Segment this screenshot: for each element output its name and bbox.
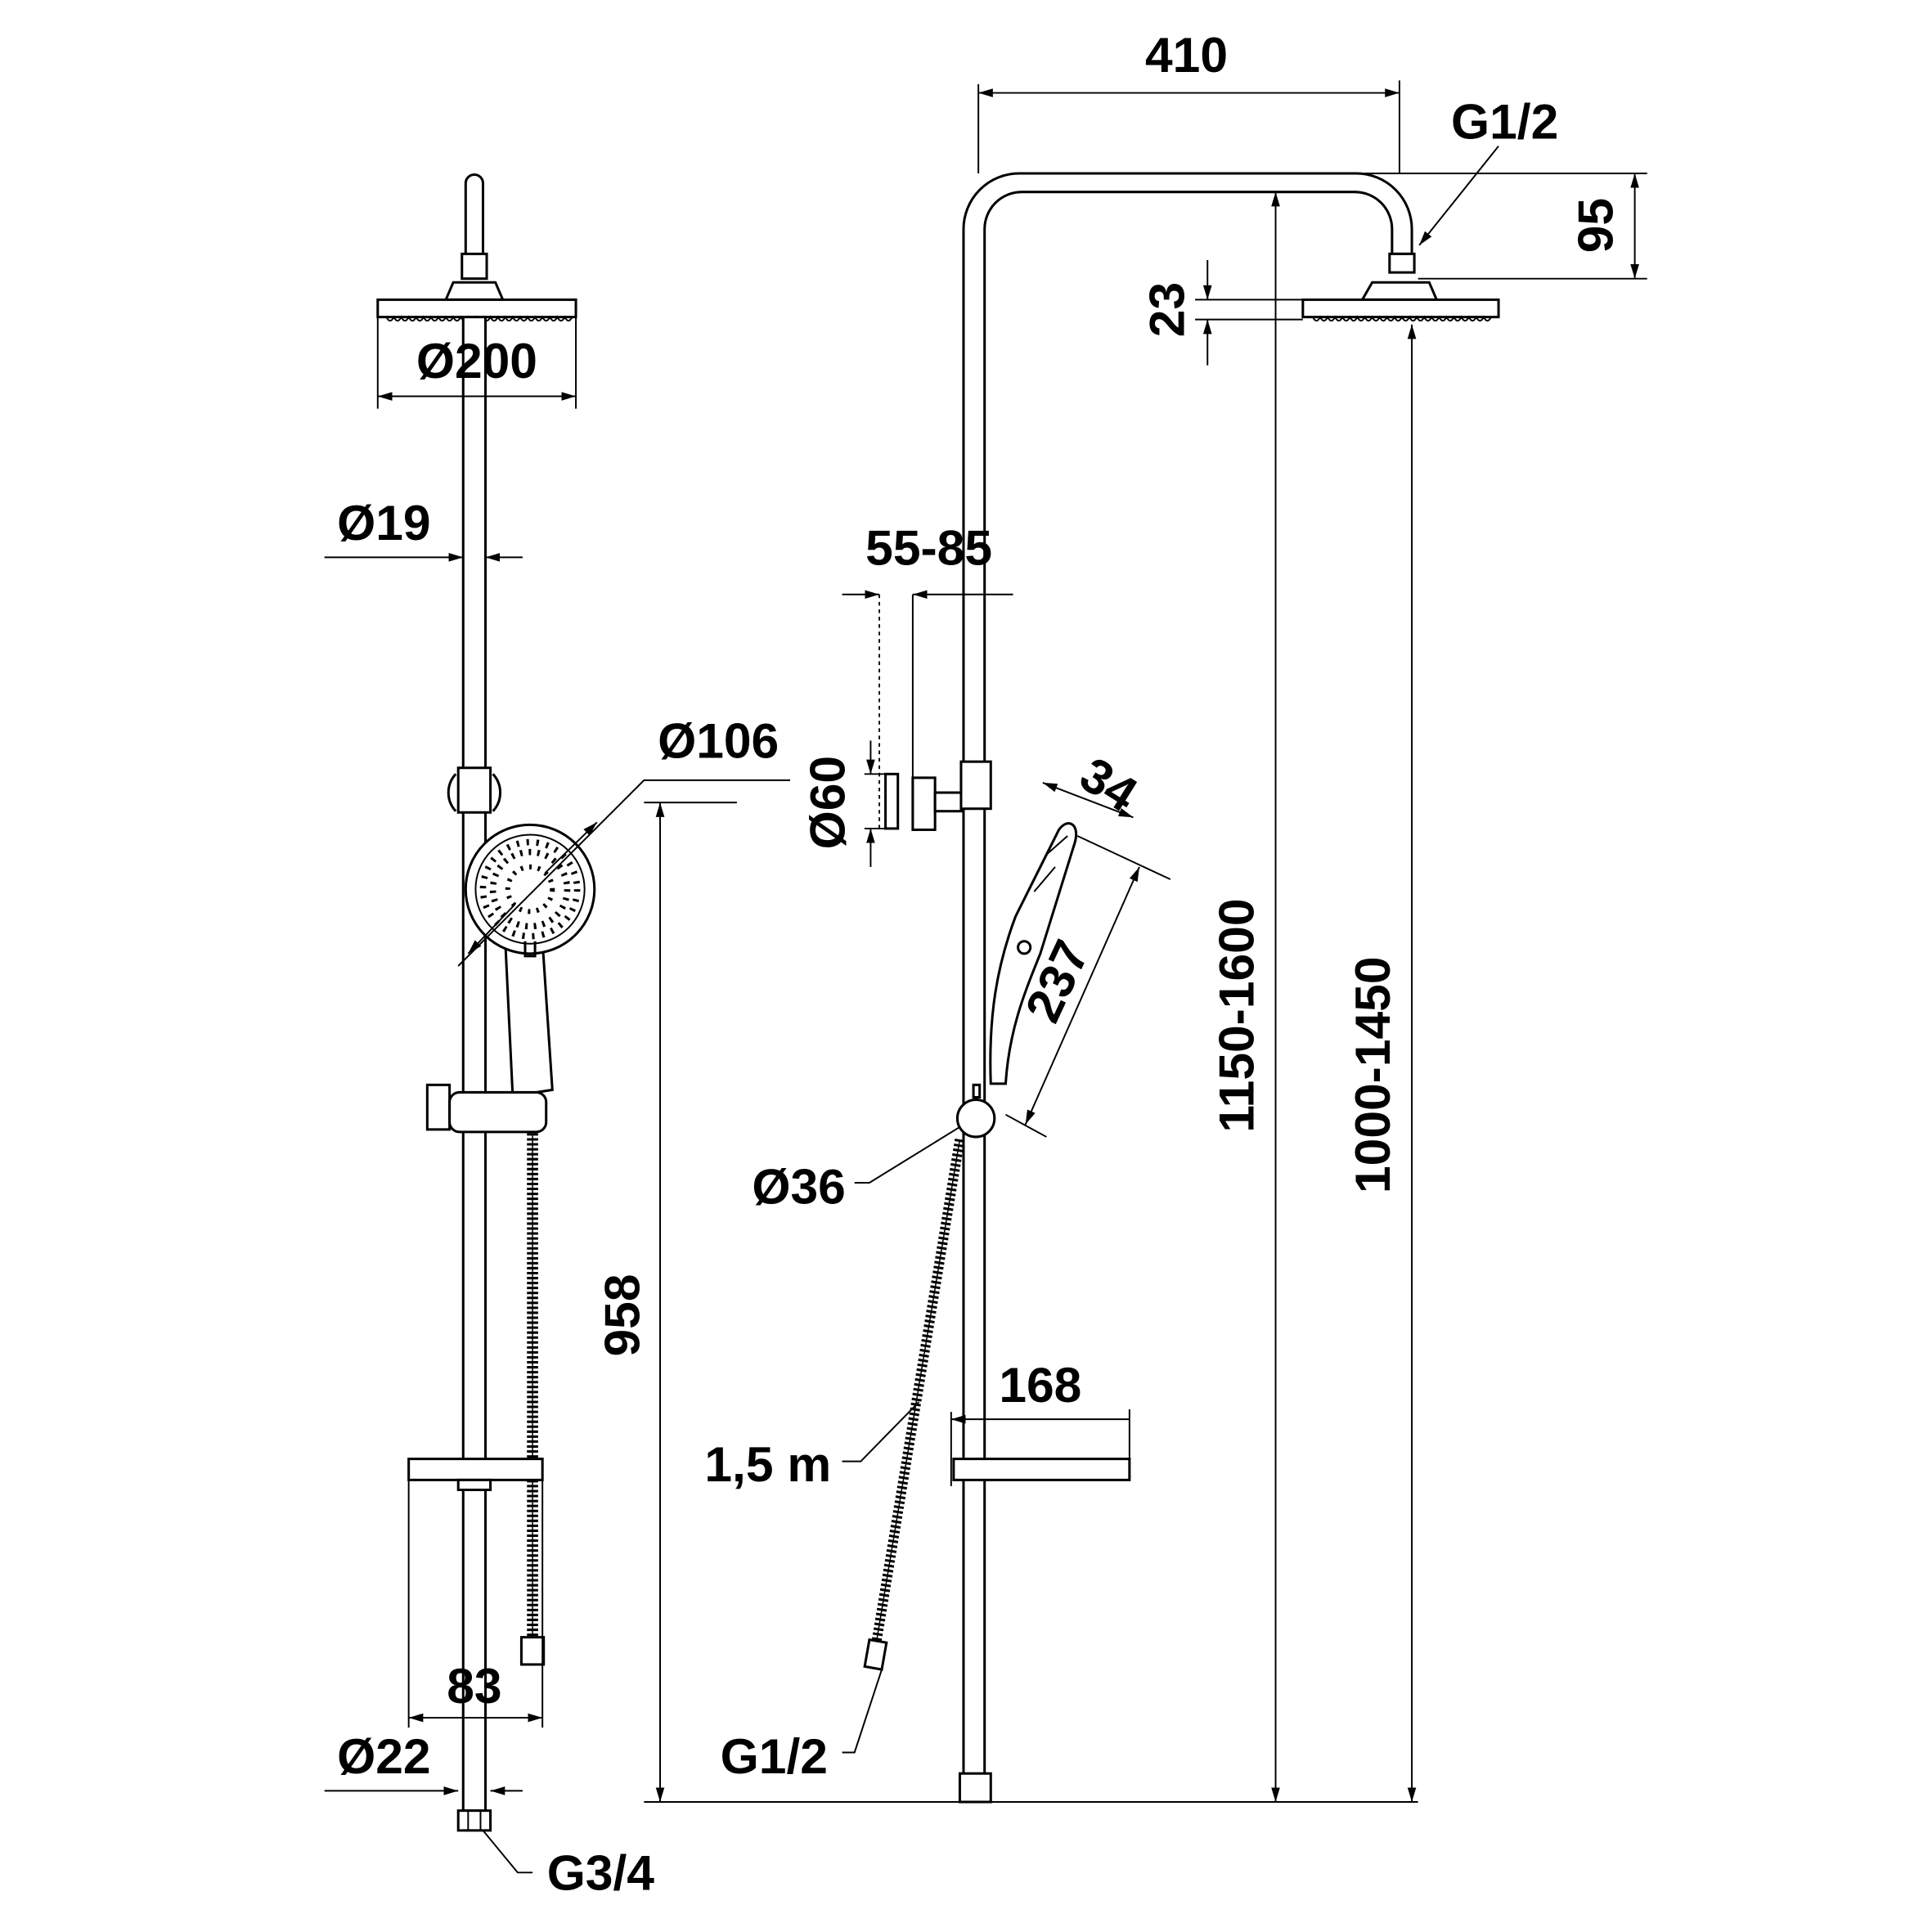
pipe-diameter-label: Ø19 (337, 495, 430, 550)
diverter (955, 1099, 996, 1139)
hand-shower-diameter-label: Ø106 (658, 713, 779, 769)
hose-thread-label: G1/2 (721, 1728, 828, 1784)
side-slider (959, 760, 992, 811)
inlet-diameter-label: Ø22 (337, 1728, 430, 1784)
diverter-diameter-label: Ø36 (752, 1159, 845, 1215)
inlet-fitting (456, 1809, 492, 1832)
head-flange (443, 281, 505, 301)
head-drop-label: 95 (1567, 198, 1623, 253)
head-nut (461, 252, 488, 281)
side-head-nut (1388, 252, 1416, 274)
side-view: 410 G1/2 95 23 1150-1600 1000-1450 55-85… (644, 27, 1647, 1804)
hand-shower-handle (504, 940, 554, 1098)
total-height-label: 1150-1600 (1208, 898, 1264, 1132)
rail-height-label: 958 (594, 1274, 649, 1356)
hose-nut (519, 1636, 546, 1666)
riser-arm (962, 172, 1413, 1774)
wall-distance-label: 55-85 (865, 519, 992, 575)
hand-shower-holder (448, 1090, 548, 1134)
side-rain-shower-head (1301, 298, 1500, 319)
wall-bracket (884, 772, 900, 830)
inlet-thread-label: G3/4 (547, 1845, 655, 1901)
slider (456, 766, 492, 814)
arm-length-label: 410 (1145, 27, 1228, 83)
head-thickness-label: 23 (1139, 282, 1194, 337)
rail-end-cap (958, 1772, 992, 1804)
soap-dish-width-label: 83 (447, 1658, 501, 1714)
shelf-depth-label: 168 (999, 1357, 1081, 1413)
soap-dish (407, 1458, 544, 1481)
head-thread-label: G1/2 (1451, 94, 1558, 150)
rain-shower-head (376, 298, 577, 319)
head-diameter-label: Ø200 (416, 333, 537, 389)
holder-knob (425, 1083, 452, 1131)
bracket-diameter-label: Ø60 (800, 756, 856, 849)
riser-rail (461, 316, 487, 1813)
front-view: Ø200 Ø19 Ø106 958 83 Ø22 G3/4 (324, 173, 790, 1901)
hose-length-label: 1,5 m (704, 1436, 831, 1492)
head-height-label: 1000-1450 (1345, 956, 1400, 1193)
top-pipe (464, 173, 485, 254)
side-shelf (952, 1458, 1131, 1481)
hand-shower-width-label: 34 (1071, 746, 1147, 823)
